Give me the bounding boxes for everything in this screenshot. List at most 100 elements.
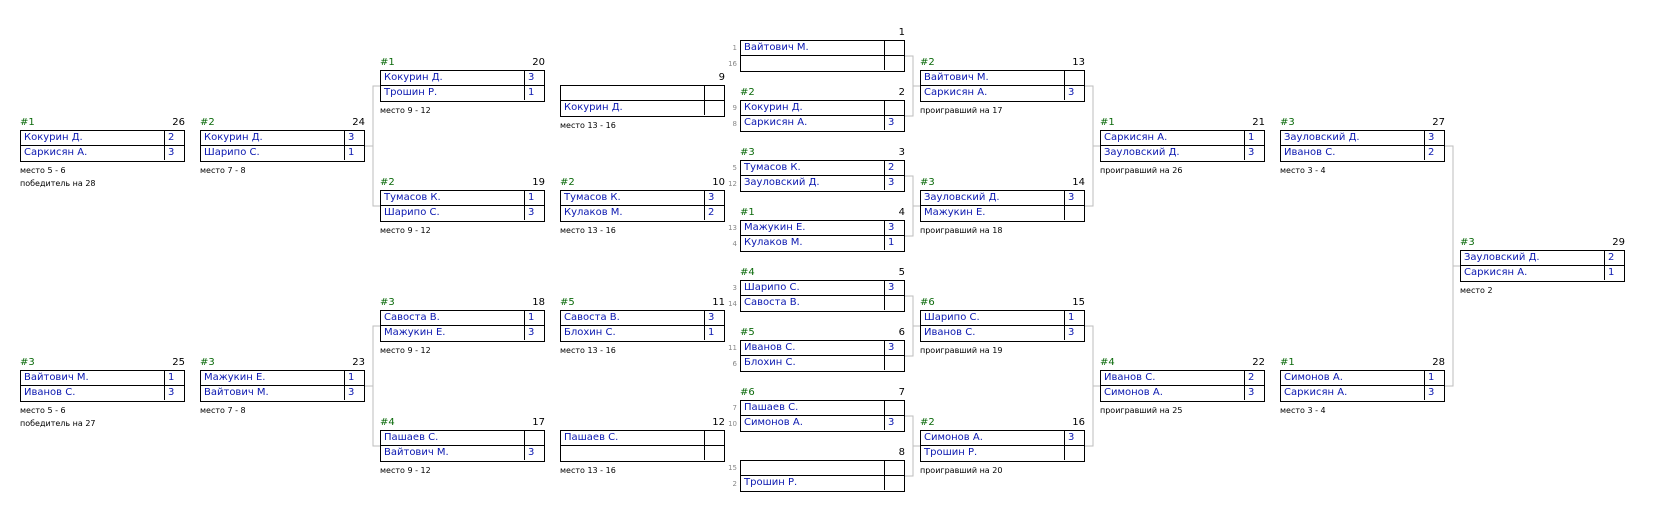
player-name[interactable]: Симонов А. [924, 432, 983, 443]
player-name[interactable]: Зауловский Д. [1104, 147, 1180, 158]
player-name[interactable]: Тумасов К. [564, 192, 621, 203]
player-row[interactable]: Пашаев С. [560, 430, 725, 446]
player-row[interactable]: Тумасов К.1 [380, 190, 545, 206]
player-row[interactable]: Симонов А.1 [1280, 370, 1445, 386]
player-name[interactable]: Мажукин Е. [924, 207, 986, 218]
player-row[interactable] [560, 85, 725, 101]
player-name[interactable]: Саркисян А. [1464, 267, 1528, 278]
player-row[interactable]: Шарипо С.3 [740, 280, 905, 296]
player-row[interactable]: Саркисян А.3 [920, 86, 1085, 102]
player-name[interactable]: Симонов А. [744, 417, 803, 428]
player-row[interactable]: Трошин Р. [740, 476, 905, 492]
player-row[interactable]: Шарипо С.1 [920, 310, 1085, 326]
player-row[interactable]: Шарипо С.1 [200, 146, 365, 162]
player-row[interactable]: Пашаев С. [380, 430, 545, 446]
player-name[interactable]: Саркисян А. [1104, 132, 1168, 143]
player-row[interactable]: Саркисян А.3 [740, 116, 905, 132]
player-row[interactable]: Иванов С.3 [920, 326, 1085, 342]
player-row[interactable]: Зауловский Д.3 [920, 190, 1085, 206]
player-name[interactable]: Кулаков М. [744, 237, 803, 248]
player-name[interactable]: Пашаев С. [384, 432, 439, 443]
player-row[interactable]: Зауловский Д.3 [1280, 130, 1445, 146]
player-name[interactable]: Симонов А. [1104, 387, 1163, 398]
player-row[interactable]: Кулаков М.2 [560, 206, 725, 222]
player-row[interactable] [740, 56, 905, 72]
player-name[interactable]: Саркисян А. [924, 87, 988, 98]
player-row[interactable]: Тумасов К.2 [740, 160, 905, 176]
player-row[interactable]: Кокурин Д.3 [200, 130, 365, 146]
player-row[interactable]: Кокурин Д. [560, 101, 725, 117]
player-name[interactable]: Зауловский Д. [1284, 132, 1360, 143]
player-name[interactable]: Трошин Р. [384, 87, 438, 98]
player-name[interactable]: Кокурин Д. [204, 132, 263, 143]
player-row[interactable]: Вайтович М.3 [380, 446, 545, 462]
player-name[interactable]: Симонов А. [1284, 372, 1343, 383]
player-name[interactable]: Вайтович М. [24, 372, 89, 383]
player-name[interactable]: Пашаев С. [564, 432, 619, 443]
player-row[interactable]: Симонов А.3 [740, 416, 905, 432]
player-row[interactable]: Пашаев С. [740, 400, 905, 416]
player-name[interactable]: Савоста В. [384, 312, 440, 323]
player-row[interactable]: Иванов С.3 [740, 340, 905, 356]
player-row[interactable]: Вайтович М.1 [20, 370, 185, 386]
player-row[interactable]: Зауловский Д.3 [1100, 146, 1265, 162]
player-name[interactable]: Трошин Р. [744, 477, 798, 488]
player-row[interactable]: Саркисян А.3 [1280, 386, 1445, 402]
player-name[interactable]: Тумасов К. [384, 192, 441, 203]
player-row[interactable]: Иванов С.2 [1100, 370, 1265, 386]
player-row[interactable]: Вайтович М.3 [200, 386, 365, 402]
player-row[interactable]: Савоста В. [740, 296, 905, 312]
player-row[interactable] [740, 460, 905, 476]
player-row[interactable]: Трошин Р.1 [380, 86, 545, 102]
player-row[interactable] [560, 446, 725, 462]
player-name[interactable]: Зауловский Д. [744, 177, 820, 188]
player-name[interactable]: Кокурин Д. [744, 102, 803, 113]
player-name[interactable]: Кокурин Д. [384, 72, 443, 83]
player-row[interactable]: Шарипо С.3 [380, 206, 545, 222]
player-row[interactable]: Саркисян А.1 [1100, 130, 1265, 146]
player-name[interactable]: Шарипо С. [924, 312, 980, 323]
player-name[interactable]: Вайтович М. [744, 42, 809, 53]
player-name[interactable]: Иванов С. [744, 342, 796, 353]
player-name[interactable]: Трошин Р. [924, 447, 978, 458]
player-name[interactable]: Саркисян А. [1284, 387, 1348, 398]
player-name[interactable]: Вайтович М. [384, 447, 449, 458]
player-row[interactable]: Блохин С. [740, 356, 905, 372]
player-row[interactable]: Мажукин Е.1 [200, 370, 365, 386]
player-row[interactable]: Трошин Р. [920, 446, 1085, 462]
player-row[interactable]: Вайтович М. [740, 40, 905, 56]
player-name[interactable]: Зауловский Д. [1464, 252, 1540, 263]
player-row[interactable]: Савоста В.1 [380, 310, 545, 326]
player-name[interactable]: Шарипо С. [744, 282, 800, 293]
player-row[interactable]: Кулаков М.1 [740, 236, 905, 252]
player-name[interactable]: Блохин С. [564, 327, 616, 338]
player-name[interactable]: Блохин С. [744, 357, 796, 368]
player-name[interactable]: Шарипо С. [384, 207, 440, 218]
player-row[interactable]: Мажукин Е. [920, 206, 1085, 222]
player-row[interactable]: Саркисян А.1 [1460, 266, 1625, 282]
player-name[interactable]: Мажукин Е. [744, 222, 806, 233]
player-name[interactable]: Савоста В. [744, 297, 800, 308]
player-row[interactable]: Зауловский Д.3 [740, 176, 905, 192]
player-name[interactable]: Тумасов К. [744, 162, 801, 173]
player-row[interactable]: Иванов С.2 [1280, 146, 1445, 162]
player-name[interactable]: Кулаков М. [564, 207, 623, 218]
player-name[interactable]: Кокурин Д. [564, 102, 623, 113]
player-row[interactable]: Тумасов К.3 [560, 190, 725, 206]
player-name[interactable]: Мажукин Е. [384, 327, 446, 338]
player-row[interactable]: Зауловский Д.2 [1460, 250, 1625, 266]
player-name[interactable]: Шарипо С. [204, 147, 260, 158]
player-name[interactable]: Иванов С. [1104, 372, 1156, 383]
player-row[interactable]: Симонов А.3 [920, 430, 1085, 446]
player-row[interactable]: Кокурин Д.2 [20, 130, 185, 146]
player-row[interactable]: Савоста В.3 [560, 310, 725, 326]
player-row[interactable]: Кокурин Д.3 [380, 70, 545, 86]
player-row[interactable]: Иванов С.3 [20, 386, 185, 402]
player-row[interactable]: Вайтович М. [920, 70, 1085, 86]
player-name[interactable]: Саркисян А. [24, 147, 88, 158]
player-row[interactable]: Мажукин Е.3 [740, 220, 905, 236]
player-name[interactable]: Кокурин Д. [24, 132, 83, 143]
player-name[interactable]: Савоста В. [564, 312, 620, 323]
player-name[interactable]: Пашаев С. [744, 402, 799, 413]
player-row[interactable]: Мажукин Е.3 [380, 326, 545, 342]
